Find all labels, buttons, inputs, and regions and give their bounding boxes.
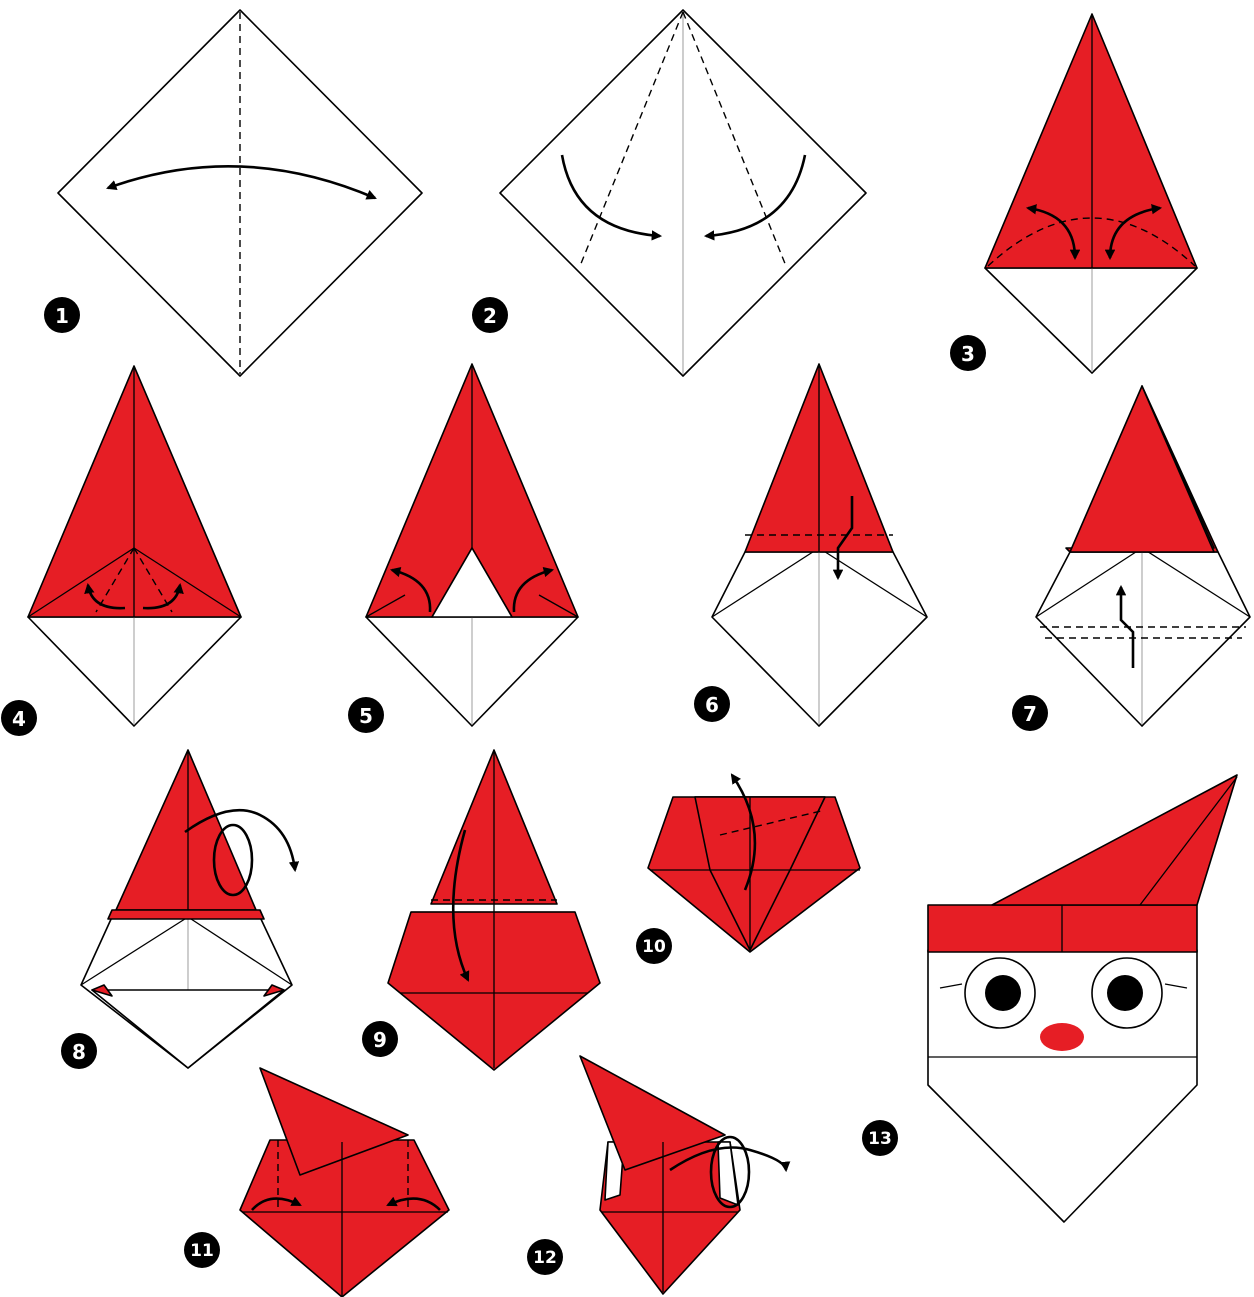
step-8-figure — [81, 750, 295, 1068]
svg-text:11: 11 — [190, 1241, 214, 1261]
step-badge-12: 12 — [527, 1239, 563, 1275]
svg-text:3: 3 — [961, 342, 975, 366]
step-4-figure — [28, 366, 241, 726]
step-2-figure — [500, 10, 866, 376]
step-badge-5: 5 — [348, 697, 384, 733]
svg-text:5: 5 — [359, 704, 373, 728]
step-9-figure — [388, 750, 600, 1070]
step-badge-8: 8 — [61, 1033, 97, 1069]
step-badge-13: 13 — [862, 1120, 898, 1156]
svg-text:8: 8 — [72, 1040, 86, 1064]
step-badge-11: 11 — [184, 1232, 220, 1268]
step-10-figure — [648, 775, 860, 952]
nose — [1040, 1023, 1084, 1051]
svg-text:13: 13 — [868, 1129, 892, 1149]
step-5-figure — [366, 364, 578, 726]
svg-text:10: 10 — [642, 937, 666, 957]
step-badge-2: 2 — [472, 297, 508, 333]
svg-text:6: 6 — [705, 693, 719, 717]
step-badge-4: 4 — [1, 700, 37, 736]
step-7-figure — [1036, 386, 1250, 726]
step-badge-10: 10 — [636, 928, 672, 964]
step-12-figure — [580, 1056, 786, 1294]
step-badge-3: 3 — [950, 335, 986, 371]
svg-text:2: 2 — [483, 304, 497, 328]
step-1-figure — [58, 10, 422, 376]
svg-text:4: 4 — [12, 707, 26, 731]
svg-text:7: 7 — [1023, 702, 1037, 726]
svg-text:12: 12 — [533, 1248, 557, 1268]
step-badge-6: 6 — [694, 686, 730, 722]
svg-text:1: 1 — [55, 304, 69, 328]
step-badge-7: 7 — [1012, 695, 1048, 731]
step-6-figure — [712, 364, 927, 726]
step-3-figure — [985, 14, 1197, 373]
step-badge-9: 9 — [362, 1021, 398, 1057]
step-11-figure — [240, 1068, 449, 1297]
step-13-santa-face — [928, 775, 1237, 1222]
step-badge-1: 1 — [44, 297, 80, 333]
svg-text:9: 9 — [373, 1028, 387, 1052]
